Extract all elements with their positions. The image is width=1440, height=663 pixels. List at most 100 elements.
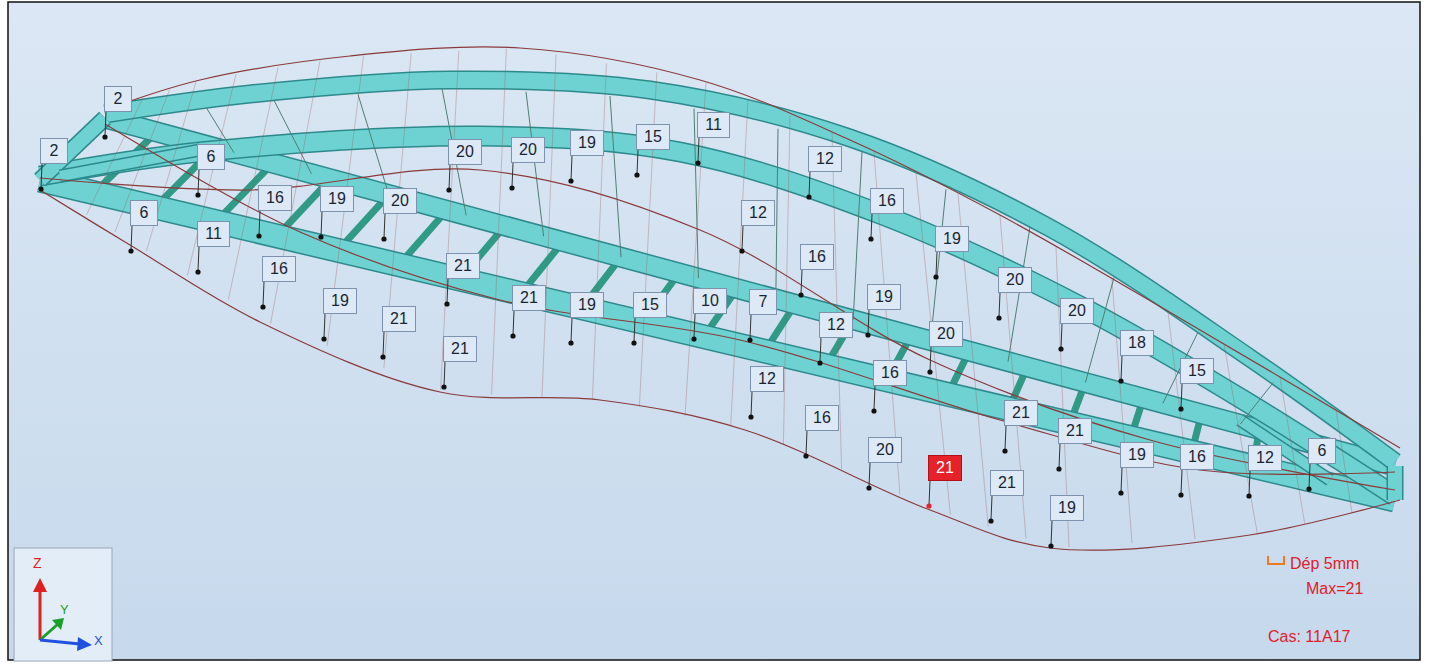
leader-line <box>571 318 572 342</box>
leader <box>695 138 700 166</box>
leader <box>321 314 326 342</box>
callout-box: 21 <box>512 285 546 311</box>
leader-line <box>449 165 450 189</box>
callout-box: 16 <box>873 360 907 386</box>
callout-number: 19 <box>331 293 349 309</box>
callout-number: 19 <box>1128 447 1146 463</box>
callout-box: 12 <box>808 146 842 172</box>
callout-number: 20 <box>1068 303 1086 319</box>
callout-box: 21 <box>1004 400 1038 426</box>
callout-box: 20 <box>511 137 545 163</box>
leader-dot <box>446 187 451 192</box>
callout-box: 2 <box>40 138 68 164</box>
leader-dot <box>739 248 744 253</box>
leader-line <box>198 247 199 271</box>
leader-dot <box>871 408 876 413</box>
deformed-line <box>40 169 1395 490</box>
x-axis <box>40 640 80 644</box>
leader-dot <box>695 160 700 165</box>
scale-label: Dép 5mm <box>1290 555 1359 573</box>
axis-label: Y <box>60 603 69 617</box>
leader-line <box>383 332 384 356</box>
hanger <box>1085 278 1114 383</box>
leader-dot <box>1118 378 1123 383</box>
leader-line <box>263 282 264 306</box>
callout-box: 16 <box>870 188 904 214</box>
callout-box: 15 <box>633 292 667 318</box>
hanger <box>853 151 862 319</box>
leader <box>1058 324 1063 352</box>
leader-dot <box>256 233 261 238</box>
leader-line <box>1059 444 1060 468</box>
callout-number: 21 <box>936 460 954 476</box>
callout-number: 12 <box>1256 450 1274 466</box>
callout-number: 16 <box>270 261 288 277</box>
callout-number: 12 <box>816 151 834 167</box>
leader-line <box>1181 470 1182 494</box>
callout-number: 21 <box>451 341 469 357</box>
callout-number: 2 <box>50 143 59 159</box>
structural-member <box>1388 466 1402 500</box>
leader-dot <box>866 485 871 490</box>
leader <box>195 247 200 275</box>
deformed-line <box>105 47 1400 448</box>
leader <box>195 170 200 198</box>
deformed-hanger <box>492 49 507 395</box>
callout-number: 18 <box>1128 335 1146 351</box>
callout-box: 10 <box>693 288 727 314</box>
deformed-hanger <box>731 99 748 426</box>
callout-number: 21 <box>520 290 538 306</box>
leader-dot <box>1058 346 1063 351</box>
leader <box>798 270 803 298</box>
leader <box>865 310 870 338</box>
leader-dot <box>1118 490 1123 495</box>
leader-line <box>930 347 931 371</box>
x-arrowhead <box>77 637 92 651</box>
leader-dot <box>817 360 822 365</box>
leader-line <box>868 310 869 334</box>
callout-box: 18 <box>1120 330 1154 356</box>
leader-line <box>742 226 743 250</box>
deformed-shape <box>40 47 1400 550</box>
leader-line <box>751 392 752 416</box>
callout-box: 21 <box>446 253 480 279</box>
leader <box>1306 464 1311 492</box>
callout-box: 16 <box>1180 444 1214 470</box>
leader-dot <box>568 340 573 345</box>
leader-line <box>1121 356 1122 380</box>
y-axis <box>40 624 58 640</box>
leader <box>318 212 323 240</box>
leader-dot <box>444 301 449 306</box>
callout-box: 16 <box>805 405 839 431</box>
leader-dot <box>381 236 386 241</box>
callout-box: 19 <box>320 186 354 212</box>
leader-line <box>869 463 870 487</box>
leader-line <box>447 279 448 303</box>
callout-number: 6 <box>207 149 216 165</box>
leader-dot <box>195 269 200 274</box>
callout-box: 12 <box>1248 445 1282 471</box>
callout-box: 20 <box>1060 298 1094 324</box>
callout-number: 19 <box>578 135 596 151</box>
callout-number: 7 <box>759 294 768 310</box>
leader-dot <box>318 234 323 239</box>
leader <box>568 318 573 346</box>
leader-dot <box>1178 406 1183 411</box>
leader <box>509 163 514 191</box>
axis-panel <box>14 548 112 661</box>
leader-dot <box>568 178 573 183</box>
leader-line <box>999 293 1000 317</box>
callout-number: 21 <box>454 258 472 274</box>
leader-line <box>936 252 937 276</box>
leader-line <box>698 138 699 162</box>
leader-dot <box>321 336 326 341</box>
deformed-hanger <box>87 98 144 215</box>
leader <box>510 311 515 339</box>
leader <box>866 463 871 491</box>
hanger <box>931 189 946 341</box>
leader-line <box>131 226 132 250</box>
callout-box: 6 <box>130 200 158 226</box>
leader-line <box>259 211 260 235</box>
leader <box>806 172 811 200</box>
leader-line <box>384 214 385 238</box>
